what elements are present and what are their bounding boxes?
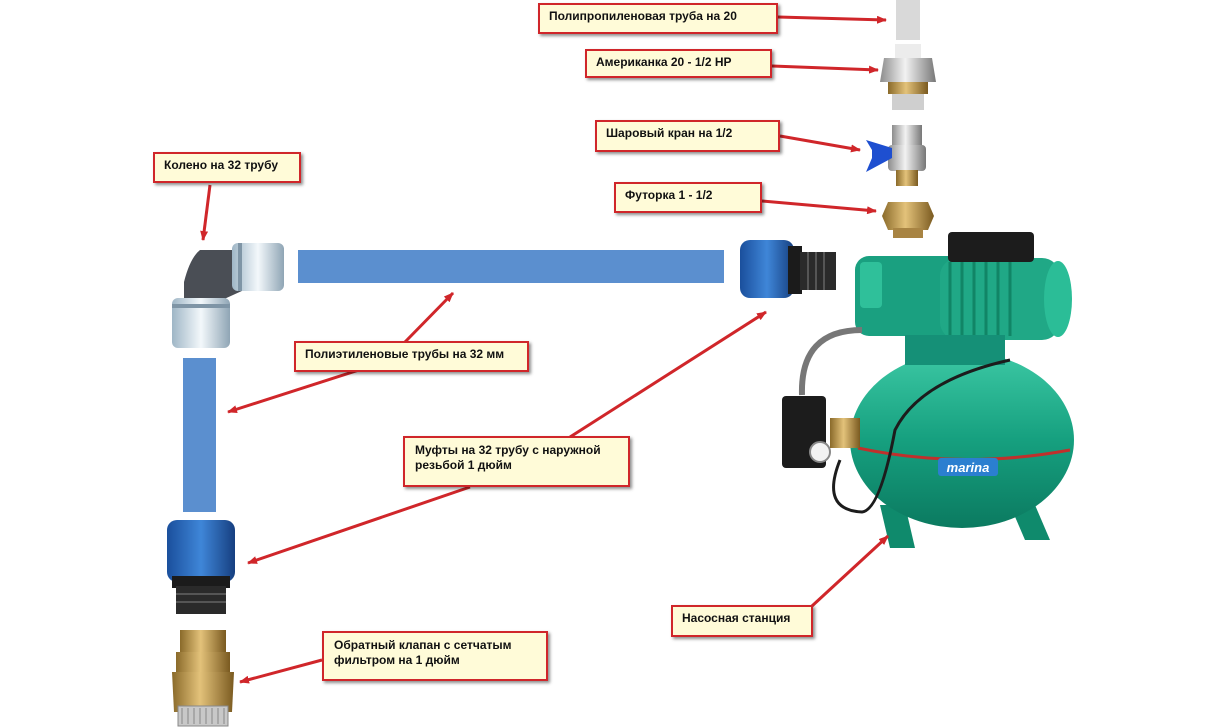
- arrow-ball-valve: [779, 134, 861, 153]
- coupling-icon: [167, 520, 235, 614]
- pe-pipe-horizontal: [298, 250, 724, 283]
- label-pp-pipe: Полипропиленовая труба на 20: [538, 3, 778, 34]
- elbow-fitting-icon: [172, 243, 284, 348]
- union-fitting-icon: [880, 44, 936, 110]
- coupling-icon: [740, 240, 836, 298]
- bushing-icon: [882, 202, 934, 238]
- arrow-union: [771, 64, 879, 74]
- arrow-coupling-top: [569, 310, 767, 439]
- pe-pipe-vertical: [183, 358, 216, 512]
- pp-pipe: [896, 0, 920, 40]
- arrow-coupling-bottom: [247, 485, 471, 565]
- pump-brand-logo: marina: [947, 460, 990, 475]
- arrow-check-valve: [239, 658, 323, 684]
- label-pump-station: Насосная станция: [671, 605, 813, 637]
- label-check-valve: Обратный клапан с сетчатым фильтром на 1…: [322, 631, 548, 681]
- label-bushing: Футорка 1 - 1/2: [614, 182, 762, 213]
- arrow-pp-pipe: [777, 15, 887, 24]
- arrow-elbow: [200, 184, 212, 241]
- arrow-pe-pipe-horizontal: [403, 291, 455, 344]
- ball-valve-icon: [866, 125, 926, 186]
- check-valve-icon: [172, 630, 234, 727]
- label-pe-pipes: Полиэтиленовые трубы на 32 мм: [294, 341, 529, 372]
- arrow-pump-station: [810, 534, 890, 608]
- label-elbow: Колено на 32 трубу: [153, 152, 301, 183]
- label-couplings: Муфты на 32 трубу с наружной резьбой 1 д…: [403, 436, 630, 487]
- arrow-bushing: [761, 199, 877, 215]
- label-union: Американка 20 - 1/2 НР: [585, 49, 772, 78]
- label-ball-valve: Шаровый кран на 1/2: [595, 120, 780, 152]
